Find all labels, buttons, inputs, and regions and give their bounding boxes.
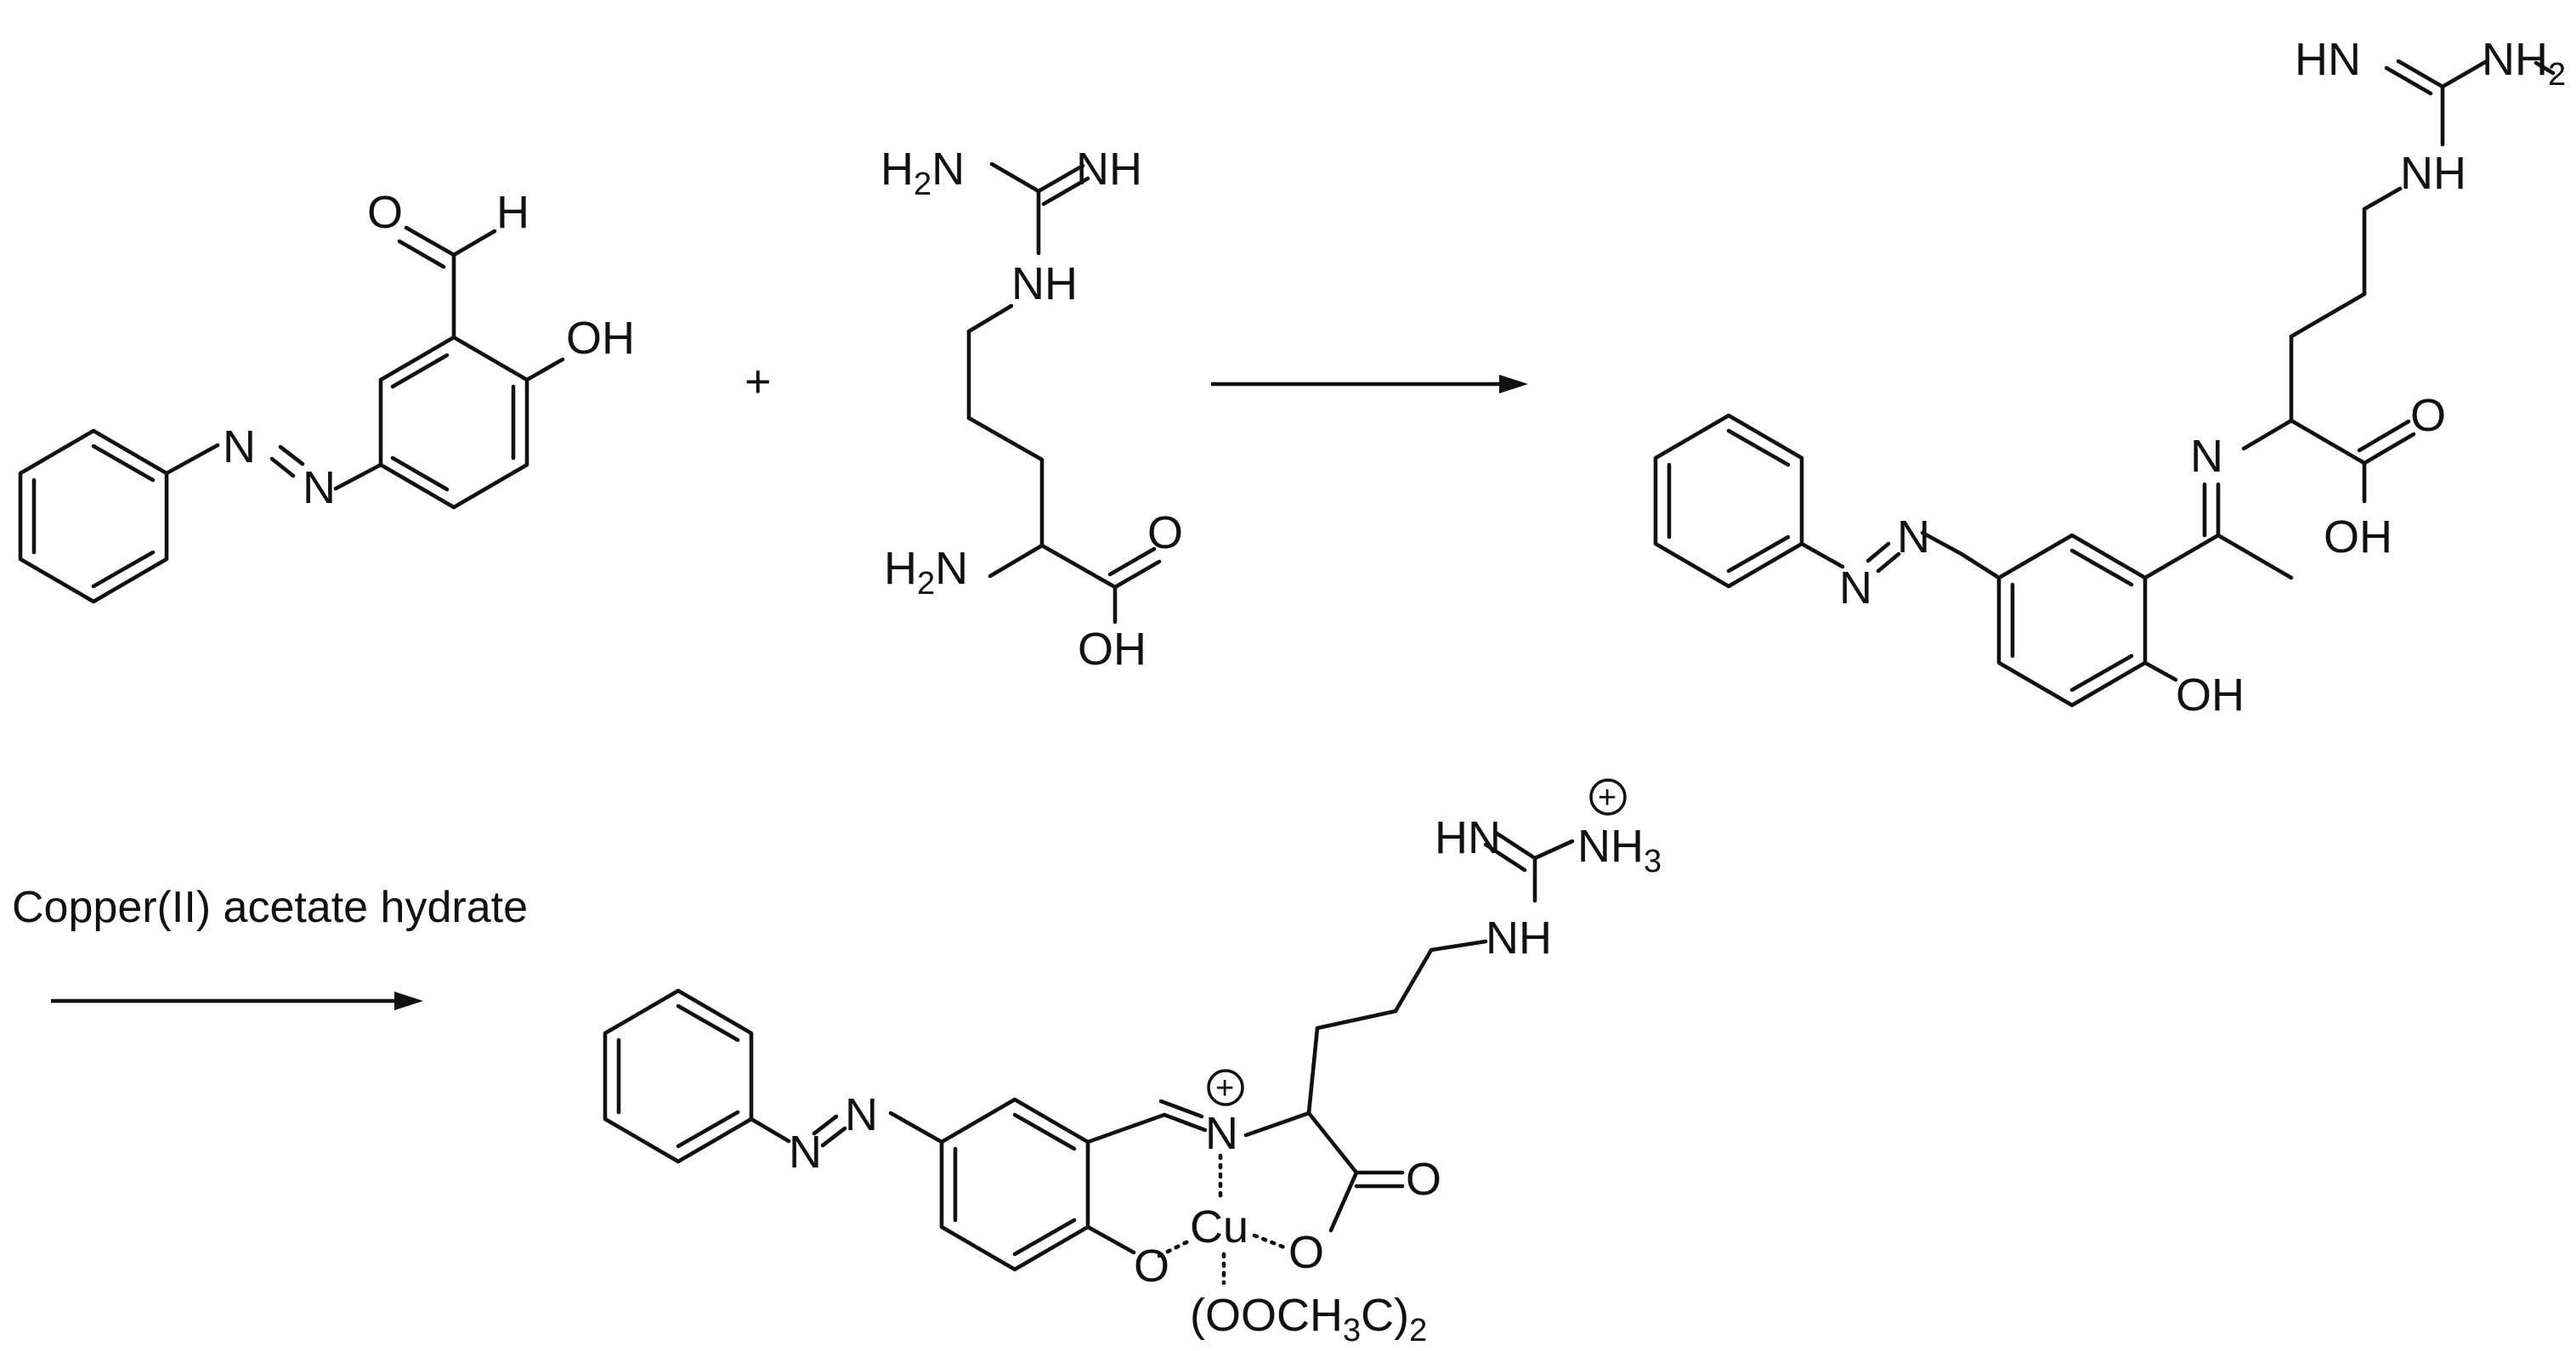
arginine-bonds xyxy=(966,161,1162,625)
arginine-o-label: O xyxy=(1147,507,1183,558)
aldehyde-bonds xyxy=(18,225,565,604)
arginine-oh-label: OH xyxy=(1078,624,1146,675)
aldehyde-azo-n1: N xyxy=(223,421,256,472)
plus-sign: + xyxy=(744,356,772,407)
imine-n-label: N xyxy=(2190,431,2223,482)
aldehyde-azo-n2: N xyxy=(303,462,336,513)
aldehyde-h-label: H xyxy=(496,187,529,238)
complex-hn-label: HN xyxy=(1435,812,1501,863)
arginine-h2n-top: H2N xyxy=(880,144,965,202)
complex-cu-label: Cu xyxy=(1190,1201,1248,1252)
complex-nh-label: NH xyxy=(1486,913,1552,964)
imine-nh-label: NH xyxy=(2400,148,2466,199)
arginine-nh-top: NH xyxy=(1076,144,1142,195)
nh3-charge-plus: + xyxy=(1598,780,1616,816)
reaction-condition: Copper(II) acetate hydrate xyxy=(12,883,528,932)
imine-hn-label: HN xyxy=(2295,34,2361,85)
complex-o-left-label: O xyxy=(1134,1241,1169,1292)
reaction-arrow-1 xyxy=(1211,375,1528,393)
complex-o-right-label: O xyxy=(1288,1227,1324,1278)
imine-phenol-oh: OH xyxy=(2176,670,2245,721)
arginine-h2n-bot: H2N xyxy=(884,543,968,602)
imine-bonds xyxy=(1653,59,2556,708)
reaction-arrow-2 xyxy=(51,992,423,1010)
imine-nh2-label: NH2 xyxy=(2482,34,2566,93)
imine-azo-n2: N xyxy=(1897,512,1930,562)
aldehyde-o-label: O xyxy=(367,187,403,238)
aldehyde-oh-label: OH xyxy=(566,313,635,364)
arginine-nh-mid: NH xyxy=(1011,258,1078,309)
imine-molecule: HN NH2 NH O OH N N N OH xyxy=(1653,34,2566,721)
aldehyde-molecule: O H OH N N xyxy=(18,187,635,604)
complex-azo-n2: N xyxy=(845,1089,878,1140)
n-charge-circle xyxy=(1207,1069,1244,1106)
arginine-molecule: H2N NH NH H2N O OH xyxy=(880,144,1183,675)
imine-oh-label: OH xyxy=(2324,512,2392,562)
complex-bonds xyxy=(603,830,1575,1286)
nh3-charge-circle xyxy=(1589,778,1627,816)
copper-complex-molecule: HN NH3 + NH N + Cu O O O (OOCH3C)2 N N xyxy=(603,778,1662,1348)
complex-nh3-label: NH3 xyxy=(1577,821,1662,879)
complex-o-carbonyl-label: O xyxy=(1406,1154,1441,1205)
complex-acetate-label: (OOCH3C)2 xyxy=(1190,1290,1427,1348)
complex-azo-n1: N xyxy=(789,1127,822,1178)
complex-n-plus-label: N xyxy=(1205,1108,1238,1159)
imine-azo-n1: N xyxy=(1839,562,1872,613)
n-charge-plus: + xyxy=(1215,1071,1234,1106)
imine-o-label: O xyxy=(2410,390,2446,441)
